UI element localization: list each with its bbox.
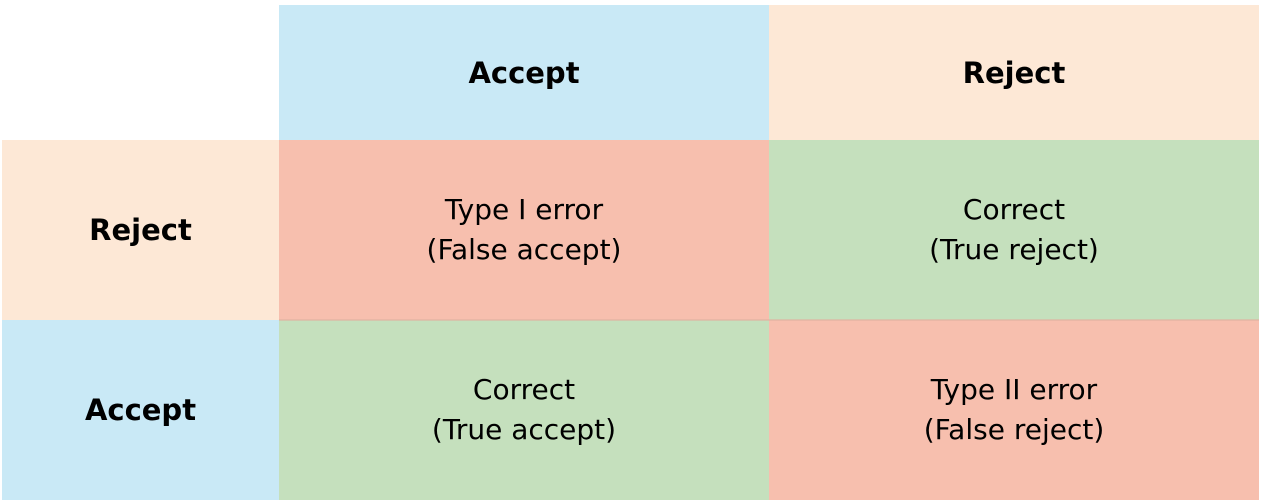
- cell-subtitle: (False reject): [923, 413, 1105, 446]
- row-header-accept: Accept: [2, 320, 279, 500]
- cell-title: Type II error: [930, 373, 1098, 406]
- cell-subtitle: (False accept): [426, 233, 622, 266]
- row-header-reject: Reject: [2, 140, 279, 320]
- cell-type-i-error: Type I error (False accept): [279, 140, 769, 320]
- column-header-label: Reject: [962, 55, 1066, 90]
- cell-subtitle: (True reject): [929, 233, 1099, 266]
- cell-type-ii-error: Type II error (False reject): [769, 320, 1259, 500]
- column-header-accept: Accept: [279, 5, 769, 140]
- row-header-label: Accept: [84, 393, 197, 427]
- cell-true-accept: Correct (True accept): [279, 320, 769, 500]
- cell-title: Correct: [962, 193, 1066, 226]
- row-header-label: Reject: [89, 213, 192, 247]
- cell-true-reject: Correct (True reject): [769, 140, 1259, 320]
- column-header-label: Accept: [468, 55, 580, 90]
- cell-title: Type I error: [444, 193, 604, 226]
- column-header-reject: Reject: [769, 5, 1259, 140]
- row-divider: [279, 319, 1259, 321]
- cell-title: Correct: [472, 373, 576, 406]
- cell-subtitle: (True accept): [431, 413, 617, 446]
